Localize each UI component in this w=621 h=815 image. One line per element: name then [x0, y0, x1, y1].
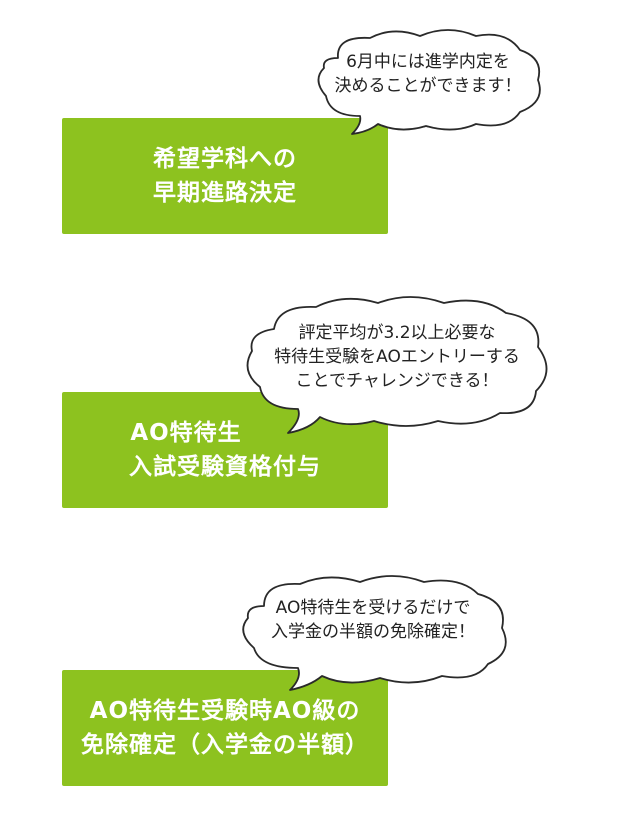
step-3-box-line-2: 免除確定（入学金の半額）	[81, 732, 369, 758]
speech-bubble-cloud-icon	[246, 296, 548, 434]
step-3-speech-bubble: AO特待生を受けるだけで 入学金の半額の免除確定！	[232, 574, 514, 692]
step-1-speech-bubble: 6月中には進学内定を 決めることができます！	[308, 28, 548, 138]
step-2-box-line-1: AO特待生	[130, 420, 242, 446]
speech-bubble-cloud-icon	[317, 29, 541, 135]
step-2-bubble-line-3: ことでチャレンジできる！	[295, 371, 499, 391]
step-3-box-line-1: AO特待生受験時AO級の	[89, 698, 361, 724]
step-1-box-line-2: 早期進路決定	[153, 180, 297, 206]
step-2-speech-bubble: 評定平均が3.2以上必要な 特待生受験をAOエントリーする ことでチャレンジでき…	[238, 295, 556, 435]
step-1-bubble-line-1: 6月中には進学内定を	[346, 52, 510, 72]
step-3-bubble-line-1: AO特待生を受けるだけで	[275, 598, 471, 618]
step-2-box-line-2: 入試受験資格付与	[129, 454, 321, 480]
step-2-bubble-line-2: 特待生受験をAOエントリーする	[274, 347, 520, 367]
step-1-box: 希望学科への 早期進路決定	[62, 118, 388, 234]
step-2-bubble-line-1: 評定平均が3.2以上必要な	[298, 323, 496, 343]
step-3-bubble-line-2: 入学金の半額の免除確定！	[271, 622, 475, 642]
step-3-box: AO特待生受験時AO級の 免除確定（入学金の半額）	[62, 670, 388, 786]
step-1-bubble-line-2: 決めることができます！	[334, 76, 522, 96]
speech-bubble-cloud-icon	[242, 575, 507, 691]
step-1-box-line-1: 希望学科への	[153, 146, 297, 172]
